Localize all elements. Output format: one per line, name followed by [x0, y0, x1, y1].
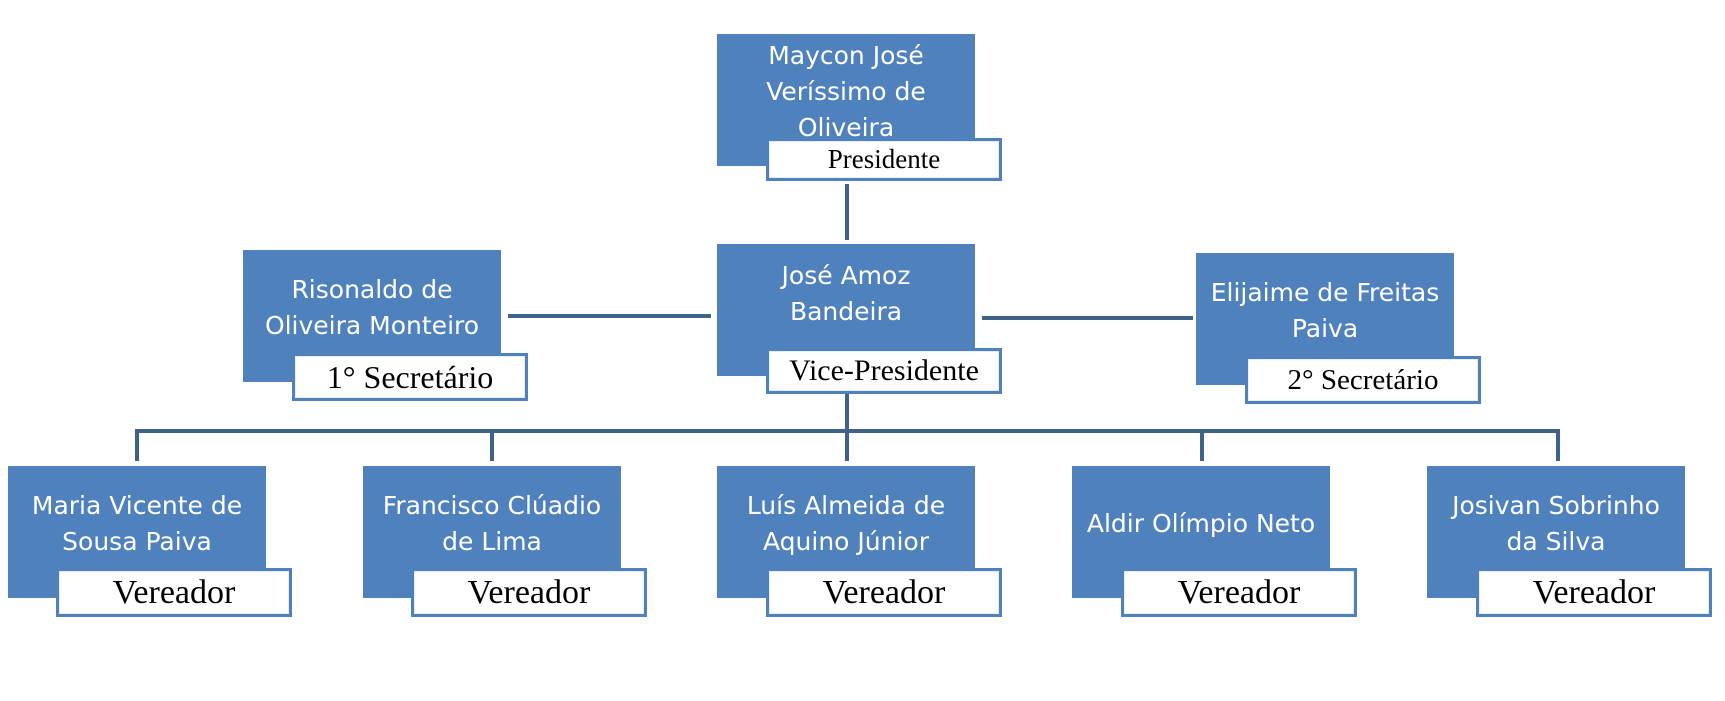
first-secretary-role-label: 1° Secretário: [292, 353, 528, 401]
councilor-role-label: Vereador: [56, 568, 292, 617]
connector-councilor-5: [1556, 429, 1560, 461]
second-secretary-name: Elijaime de Freitas Paiva: [1210, 278, 1440, 343]
vice-president-role-label: Vice-Presidente: [766, 348, 1002, 394]
president-role-label: Presidente: [766, 138, 1002, 181]
connector-councilor-4: [1200, 429, 1204, 461]
president-name: Maycon José Veríssimo de Oliveira: [766, 41, 926, 142]
first-secretary-name: Risonaldo de Oliveira Monteiro: [264, 275, 480, 340]
connector-president-vice: [845, 184, 849, 240]
connector-councilor-3: [845, 429, 849, 461]
connector-councilor-2: [490, 429, 494, 461]
councilor-role-label: Vereador: [1476, 568, 1712, 617]
vice-president-name: José Amoz Bandeira: [781, 261, 911, 326]
connector-vice-second-secretary: [982, 316, 1193, 320]
councilor-name: Josivan Sobrinho da Silva: [1452, 491, 1660, 556]
connector-councilor-1: [135, 429, 139, 461]
councilor-name: Aldir Olímpio Neto: [1086, 509, 1316, 538]
councilor-role-label: Vereador: [766, 568, 1002, 617]
councilor-name: Francisco Clúadio de Lima: [382, 491, 602, 556]
councilor-name: Luís Almeida de Aquino Júnior: [746, 491, 946, 556]
councilor-name: Maria Vicente de Sousa Paiva: [31, 491, 243, 556]
councilor-role-label: Vereador: [1121, 568, 1357, 617]
vice-president-box: José Amoz Bandeira: [717, 244, 975, 376]
second-secretary-role-label: 2° Secretário: [1245, 356, 1481, 404]
connector-vice-first-secretary: [508, 314, 711, 318]
councilor-role-label: Vereador: [411, 568, 647, 617]
connector-vice-councilors-trunk: [845, 393, 849, 431]
